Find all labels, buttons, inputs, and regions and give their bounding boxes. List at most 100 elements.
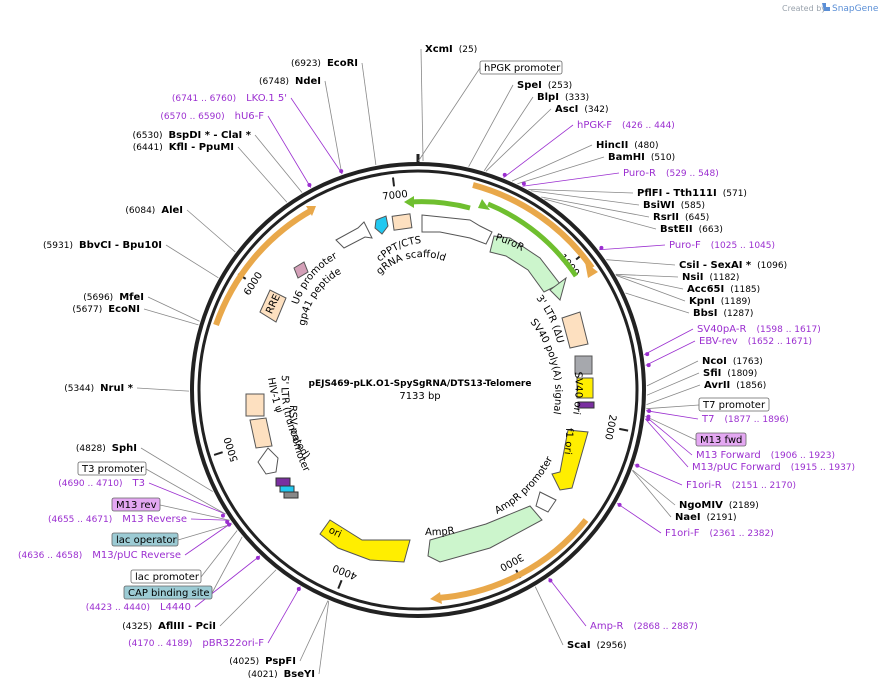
restriction-site[interactable]: (5344)NruI * (64, 383, 134, 394)
primer-label[interactable]: (6570 .. 6590)hU6-F (160, 111, 264, 122)
restriction-site[interactable]: NaeI(2191) (675, 512, 737, 523)
ampr-arrow (427, 505, 543, 563)
primer-label[interactable]: (4690 .. 4710)T3 (58, 478, 145, 489)
label-ori: ori (327, 525, 343, 541)
restriction-site[interactable]: (5677)EcoNI (72, 304, 140, 315)
restriction-site[interactable]: AvrII(1856) (704, 380, 766, 391)
leader-line (267, 115, 312, 188)
hiv-box (249, 417, 273, 449)
primer-label[interactable]: (6741 .. 6760)LKO.1 5' (172, 93, 287, 104)
restriction-site[interactable]: ScaI(2956) (567, 640, 627, 651)
t3-promoter-label[interactable]: T3 promoter (77, 461, 147, 476)
m13-fwd-label[interactable]: M13 fwd (695, 432, 747, 447)
primer-label[interactable]: (4170 .. 4189)pBR322ori-F (128, 638, 264, 649)
leader-line (645, 340, 696, 366)
restriction-site[interactable]: (6530)BspDI * - ClaI * (133, 130, 252, 141)
leader-line (646, 384, 701, 406)
lac-promoter-label[interactable]: lac promoter (130, 569, 202, 584)
restriction-site[interactable]: XcmI(25) (425, 44, 477, 55)
leader-line (159, 504, 230, 521)
restriction-site[interactable]: (6748)NdeI (259, 76, 321, 87)
cap-binding-site-label[interactable]: CAP binding site (123, 585, 213, 600)
feature-arrows (213, 182, 598, 604)
cppt-box (391, 213, 413, 231)
restriction-site[interactable]: BamHI(510) (608, 152, 675, 163)
tick-label: 5000 (223, 435, 241, 463)
restriction-site[interactable]: HincII(480) (596, 140, 659, 151)
primer-label[interactable]: (4636 .. 4658)M13/pUC Reverse (18, 550, 181, 561)
restriction-site[interactable]: (6084)AleI (125, 205, 183, 216)
rre-box (259, 289, 287, 323)
primer-label[interactable]: M13 Forward(1906 .. 1923) (696, 450, 835, 461)
leader-line (530, 190, 640, 206)
leader-line (634, 464, 683, 486)
restriction-site[interactable]: SfiI(1809) (703, 368, 757, 379)
leader-line (211, 536, 243, 594)
hpgk-promoter-label[interactable]: hPGK promoter (479, 60, 563, 75)
restriction-site[interactable]: (6441)KflI - PpuMI (133, 142, 234, 153)
restriction-site[interactable]: BsiWI(585) (643, 200, 705, 211)
leader-line (644, 328, 694, 355)
lac-operator-label[interactable]: lac operator (111, 532, 179, 547)
primer-label[interactable]: M13/pUC Forward(1915 .. 1937) (692, 462, 855, 473)
leader-line (645, 410, 699, 420)
tick-mark (619, 427, 629, 432)
svg-text:CAP binding site: CAP binding site (128, 588, 210, 599)
leader-line (615, 273, 679, 278)
restriction-site[interactable]: (6923)EcoRI (291, 58, 358, 69)
leader-line (632, 470, 672, 518)
primer-label[interactable]: EBV-rev(1652 .. 1671) (699, 336, 812, 347)
leader-line (517, 156, 605, 185)
leader-line (544, 198, 657, 230)
restriction-site[interactable]: (4021)BseYI (248, 669, 315, 680)
restriction-site[interactable]: BlpI(333) (537, 92, 589, 103)
restriction-site[interactable]: CsiI - SexAI *(1096) (679, 260, 787, 271)
leader-line (606, 259, 676, 266)
restriction-site[interactable]: (4828)SphI (76, 443, 137, 454)
primer-label[interactable]: hPGK-F(426 .. 444) (577, 120, 675, 131)
restriction-site[interactable]: (4025)PspFI (229, 656, 296, 667)
primer-label[interactable]: Puro-F(1025 .. 1045) (669, 240, 775, 251)
primer-marks (220, 169, 652, 592)
m13-rev-label[interactable]: M13 rev (111, 497, 161, 512)
label-f1ori: f1 ori (562, 428, 575, 455)
primer-label[interactable]: F1ori-R(2151 .. 2170) (686, 480, 796, 491)
primer-label[interactable]: Puro-R(529 .. 548) (623, 168, 719, 179)
primer-mark (227, 522, 232, 527)
t7-promoter-label[interactable]: T7 promoter (698, 397, 770, 412)
restriction-site[interactable]: NgoMIV(2189) (679, 500, 759, 511)
restriction-site[interactable]: Acc65I(1185) (687, 284, 760, 295)
tick-label: 3000 (498, 551, 526, 573)
site-labels: XcmI(25) SpeI(253)BlpI(333)AscI(342) HincI… (18, 44, 855, 680)
primer-label[interactable]: SV40pA-R(1598 .. 1617) (697, 324, 821, 335)
restriction-site[interactable]: NsiI(1182) (682, 272, 739, 283)
leader-line (143, 308, 199, 326)
leader-line (290, 97, 343, 175)
white-arc-top (421, 214, 493, 245)
primer-label[interactable]: F1ori-F(2361 .. 2382) (665, 528, 774, 539)
restriction-site[interactable]: (5931)BbvCI - Bpu10I (43, 240, 162, 251)
restriction-site[interactable]: NcoI(1763) (702, 356, 763, 367)
primer-mark (599, 245, 604, 250)
restriction-site[interactable]: SpeI(253) (517, 80, 572, 91)
sv40-polya-box (574, 355, 593, 375)
restriction-site[interactable]: AscI(342) (555, 104, 609, 115)
primer-label[interactable]: Amp-R(2868 .. 2887) (590, 621, 698, 632)
leader-line (147, 296, 200, 322)
leader-line (615, 274, 684, 290)
primer-label[interactable]: T7(1877 .. 1896) (701, 414, 789, 425)
primer-mark (296, 587, 301, 592)
svg-text:T7 promoter: T7 promoter (702, 400, 766, 411)
restriction-site[interactable]: (4325)AflIII - PciI (122, 621, 216, 632)
restriction-site[interactable]: (5696)MfeI (83, 292, 144, 303)
primer-label[interactable]: (4655 .. 4671)M13 Reverse (48, 514, 187, 525)
leader-line (632, 469, 676, 506)
tick-label: 6000 (242, 270, 265, 297)
restriction-site[interactable]: KpnI(1189) (689, 296, 751, 307)
restriction-site[interactable]: BstEII(663) (660, 224, 723, 235)
restriction-site[interactable]: PflFI - Tth111I(571) (637, 188, 747, 199)
tick-label: 2000 (602, 414, 618, 441)
restriction-site[interactable]: BbsI(1287) (693, 308, 753, 319)
primer-label[interactable]: (4423 .. 4440)L4440 (86, 602, 191, 613)
restriction-site[interactable]: RsrII(645) (653, 212, 709, 223)
